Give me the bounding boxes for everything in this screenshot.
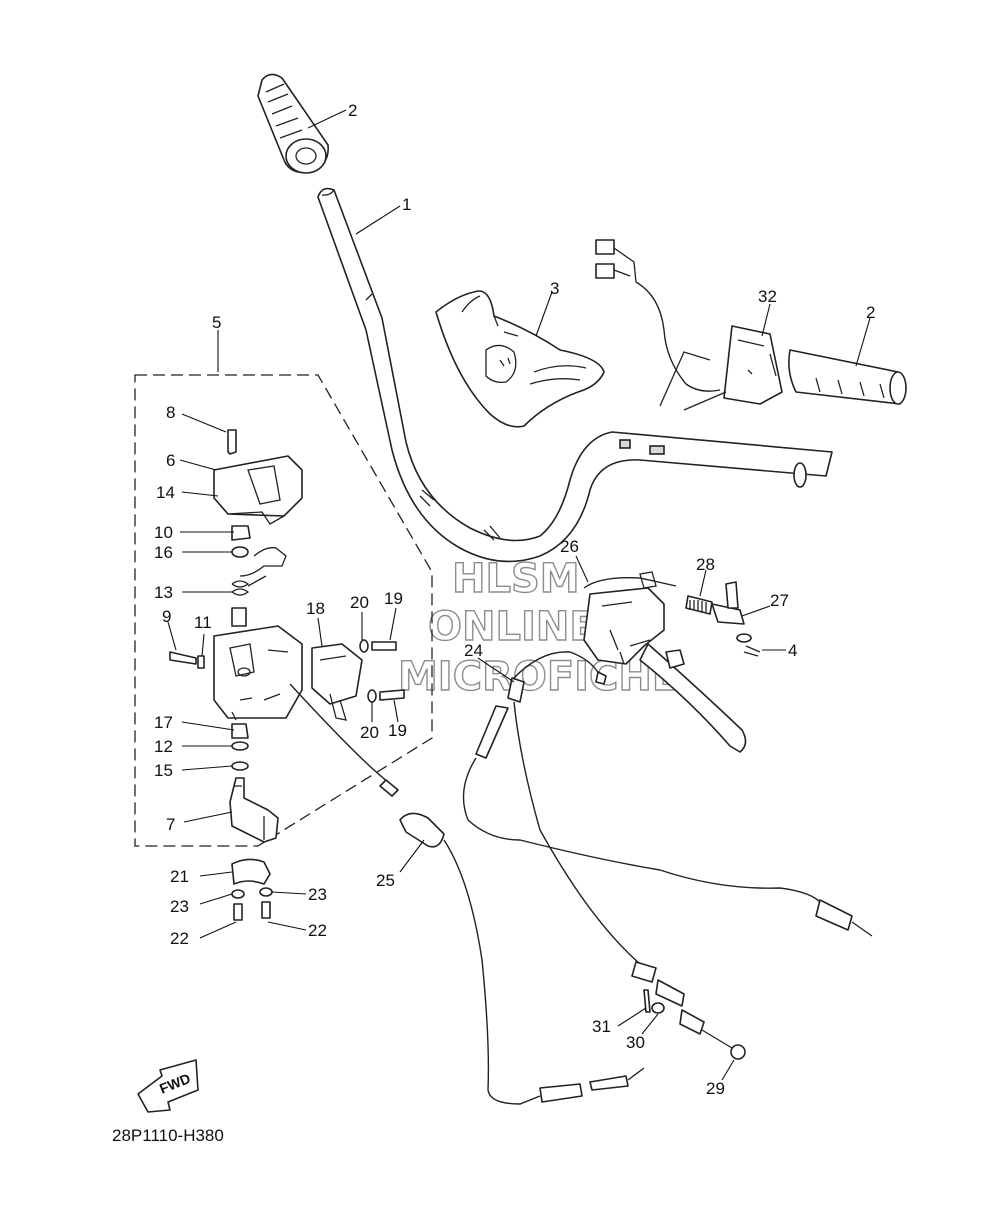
watermark-line-1: HLSM (452, 556, 580, 602)
callout-label: 12 (154, 737, 173, 756)
callout-label: 27 (770, 591, 789, 610)
diagram-code: 28P1110-H380 (112, 1126, 224, 1145)
watermark-line-2: ONLINE (428, 604, 597, 650)
callout-label: 20 (360, 723, 379, 742)
callout-label: 2 (866, 303, 875, 322)
callout-label: 8 (166, 403, 175, 422)
callout-label: 19 (384, 589, 403, 608)
callout-label: 2 (348, 101, 357, 120)
throttle-cable (289, 683, 645, 1105)
callout-label: 10 (154, 523, 173, 542)
callout-label: 32 (758, 287, 777, 306)
callout-label: 5 (212, 313, 221, 332)
callout-label: 30 (626, 1033, 645, 1052)
callout-label: 23 (170, 897, 189, 916)
callout-label: 31 (592, 1017, 611, 1036)
holder-parts (231, 858, 273, 921)
callouts: 2 1 3 32 2 5 8 6 14 10 16 13 9 11 18 20 … (154, 101, 875, 1098)
callout-label: 25 (376, 871, 395, 890)
watermark: HLSM ONLINE MICROFICHE (397, 555, 680, 700)
brake-cable (462, 651, 873, 1060)
assembly-frame (134, 374, 433, 847)
connector-a (595, 239, 615, 255)
callout-label: 22 (170, 929, 189, 948)
callout-label: 21 (170, 867, 189, 886)
callout-label: 22 (308, 921, 327, 940)
callout-label: 28 (696, 555, 715, 574)
handlebar-cover (435, 290, 605, 428)
handlebar-clip (619, 439, 631, 449)
fwd-arrow: FWD (137, 1059, 199, 1113)
left-grip (257, 73, 329, 174)
callout-label: 7 (166, 815, 175, 834)
handlebar-tab (649, 445, 665, 455)
callout-label: 26 (560, 537, 579, 556)
callout-label: 29 (706, 1079, 725, 1098)
right-grip-assembly (595, 239, 907, 411)
callout-label: 9 (162, 607, 171, 626)
callout-label: 19 (388, 721, 407, 740)
callout-label: 23 (308, 885, 327, 904)
callout-label: 6 (166, 451, 175, 470)
brake-lever-assembly (583, 571, 761, 753)
callout-label: 24 (464, 641, 483, 660)
leader-lines (167, 109, 871, 1081)
callout-label: 15 (154, 761, 173, 780)
callout-label: 14 (156, 483, 175, 502)
callout-label: 20 (350, 593, 369, 612)
callout-label: 16 (154, 543, 173, 562)
callout-label: 17 (154, 713, 173, 732)
callout-label: 18 (306, 599, 325, 618)
switch-parts (169, 429, 405, 843)
handlebar (317, 187, 833, 563)
callout-label: 1 (402, 195, 411, 214)
callout-label: 3 (550, 279, 559, 298)
connector-b (595, 263, 615, 279)
callout-label: 11 (194, 613, 212, 632)
callout-label: 13 (154, 583, 173, 602)
watermark-line-3: MICROFICHE (398, 654, 679, 700)
callout-label: 4 (788, 641, 797, 660)
